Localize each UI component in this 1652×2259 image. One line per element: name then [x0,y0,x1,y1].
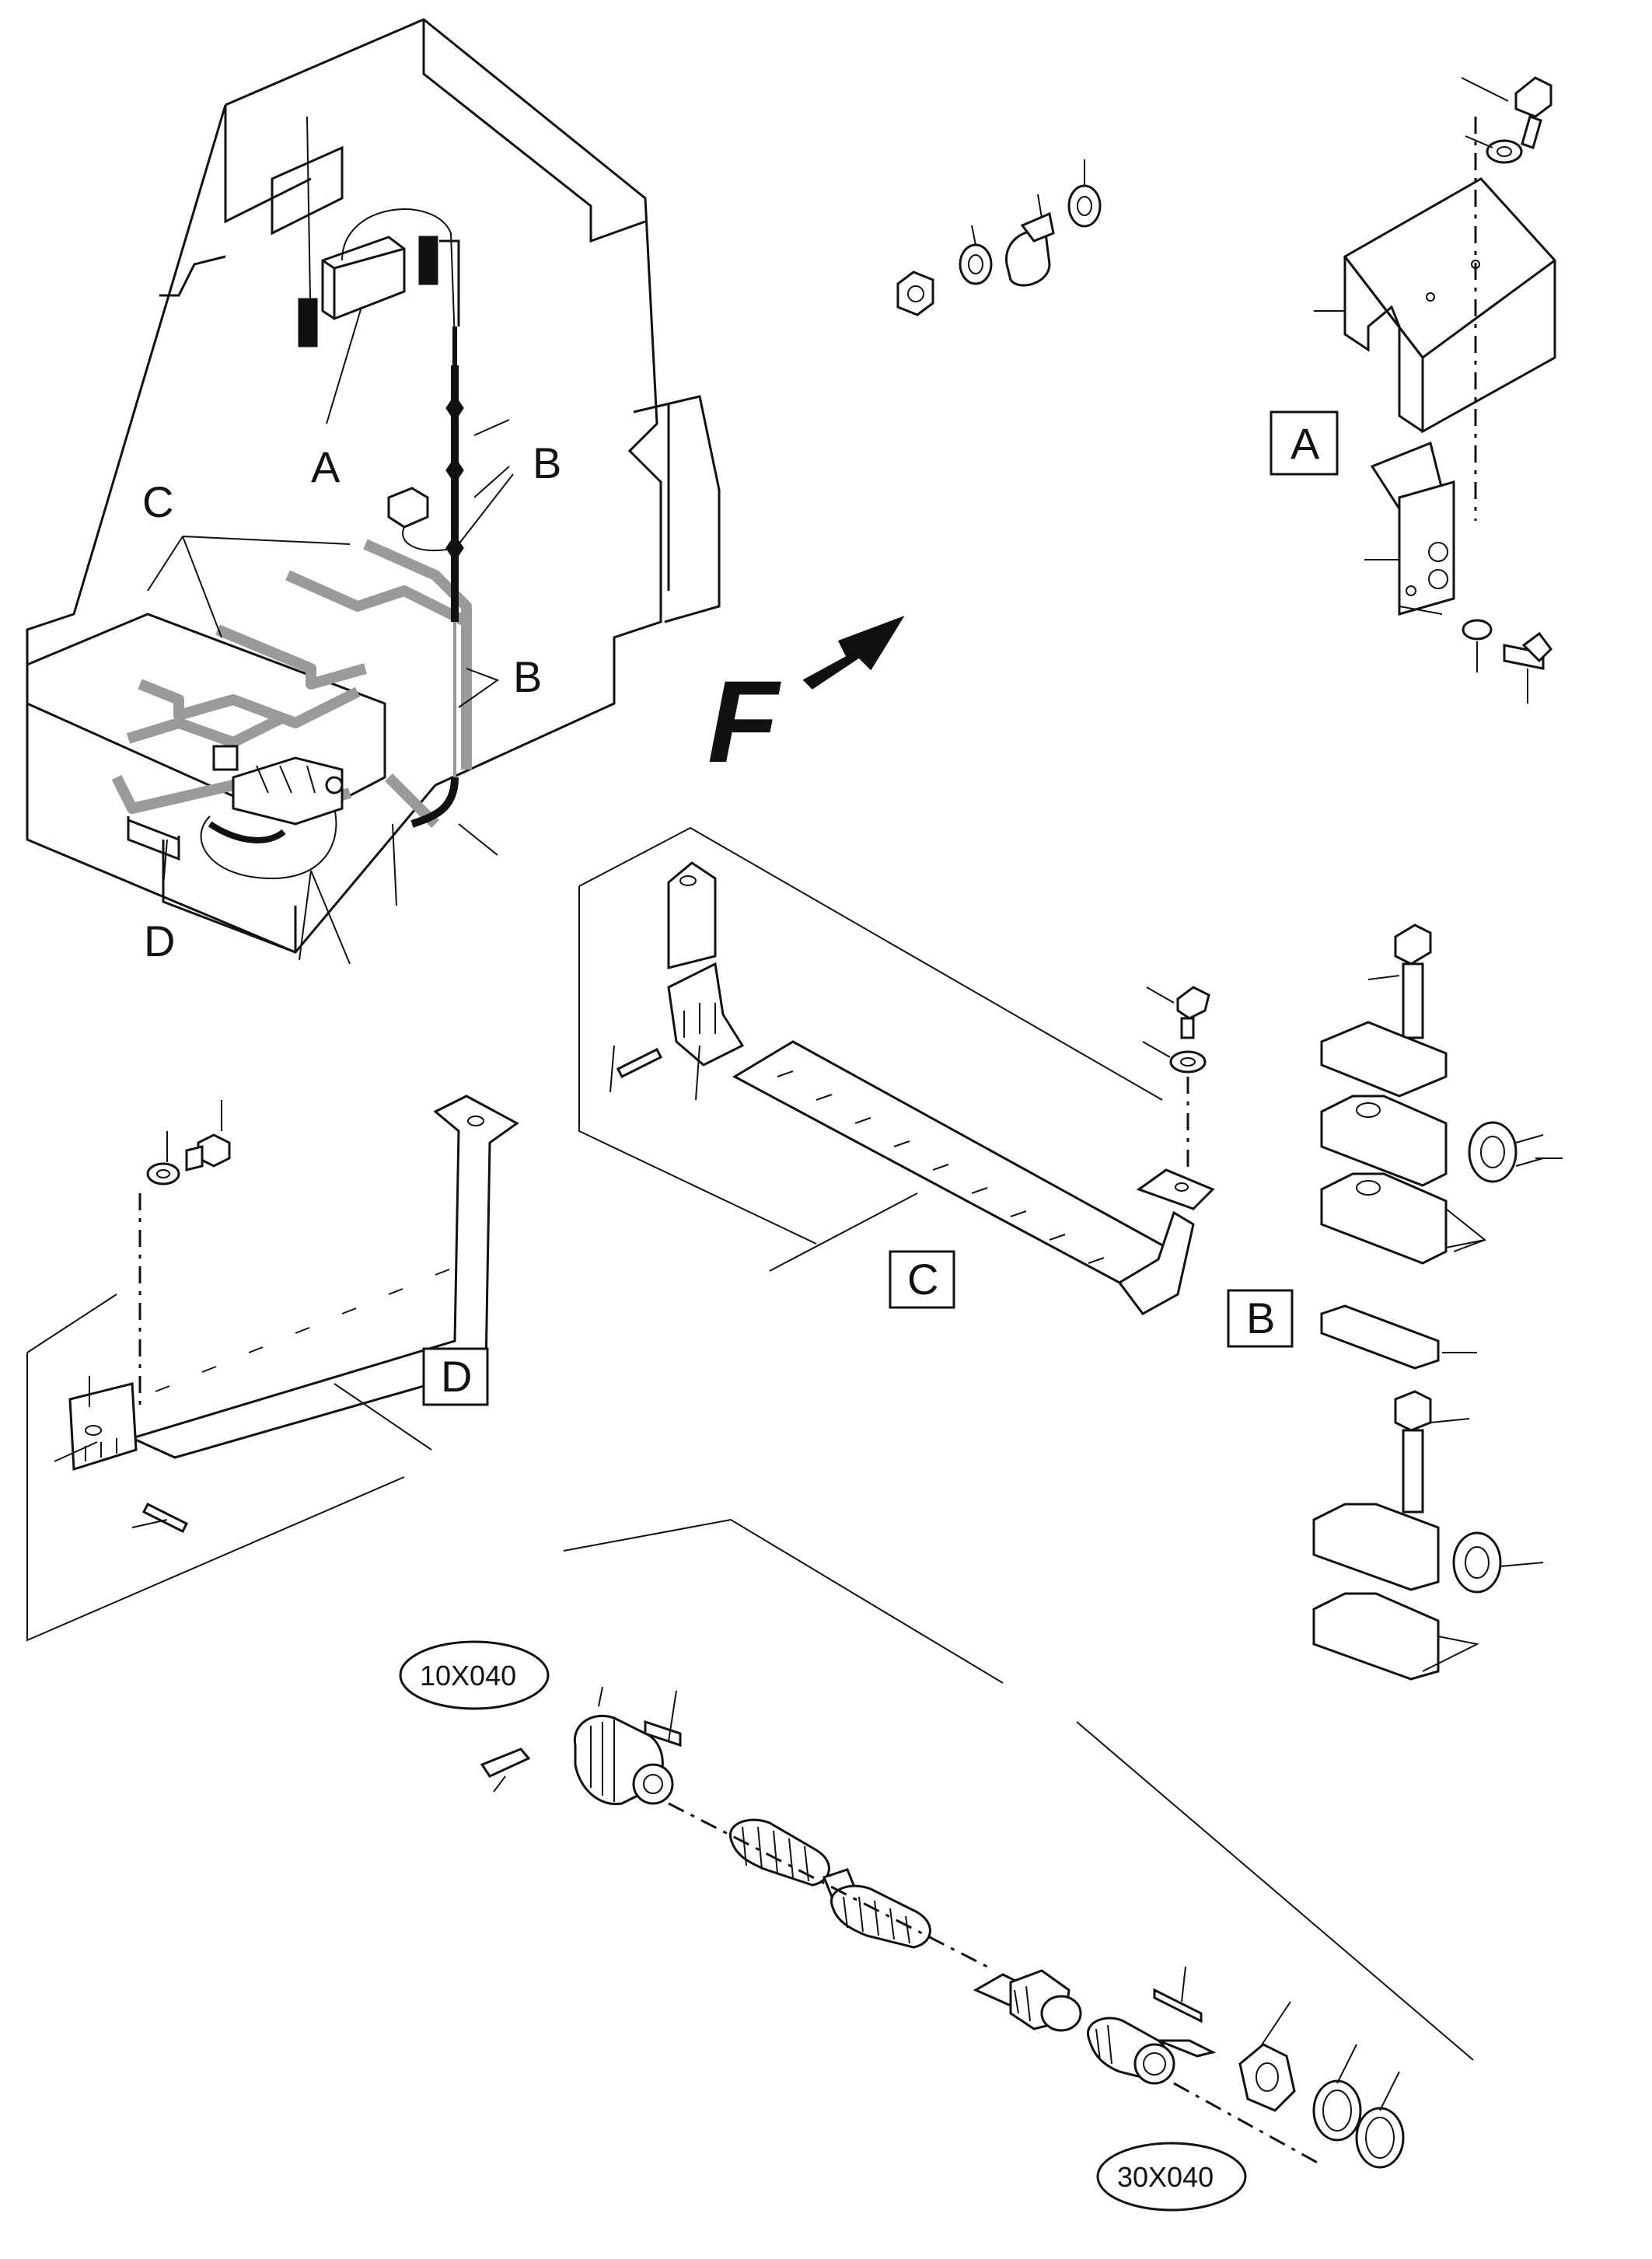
reference-code-top: 10X040 [420,1660,516,1692]
reference-oval-bottom [1096,2142,1247,2212]
view-f-label: F [707,656,781,787]
detail-c-slots [777,1070,1105,1264]
callout-b-lower: B [513,652,542,701]
detail-box-a [1270,410,1339,476]
callout-d-body: D [144,917,175,965]
view-f-arrow: F [707,616,905,787]
detail-box-c [889,1250,955,1309]
detail-box-b [1227,1289,1294,1348]
machine-body-drawing [26,18,721,954]
detail-label-c: C [907,1255,938,1304]
reference-oval-top [399,1640,550,1710]
callout-a-body: A [311,442,341,491]
detail-box-d [422,1347,489,1406]
detail-label-b: B [1246,1294,1275,1342]
callout-c-body: C [142,477,173,526]
detail-label-a: A [1291,419,1320,468]
connector-assembly-drawing [480,1518,1474,2169]
detail-d-slots [155,1269,450,1392]
detail-d-drawing: D [26,1095,519,1642]
body-leader-lines [147,116,514,965]
clamp-hardware-group [896,159,1102,316]
detail-c-drawing: C [578,826,1215,1315]
reference-code-bottom: 30X040 [1117,2161,1214,2193]
detail-label-d: D [441,1352,472,1401]
callout-b-upper: B [533,438,561,487]
detail-a-drawing: A [1270,76,1556,704]
detail-b-drawing: B [1227,924,1563,1681]
